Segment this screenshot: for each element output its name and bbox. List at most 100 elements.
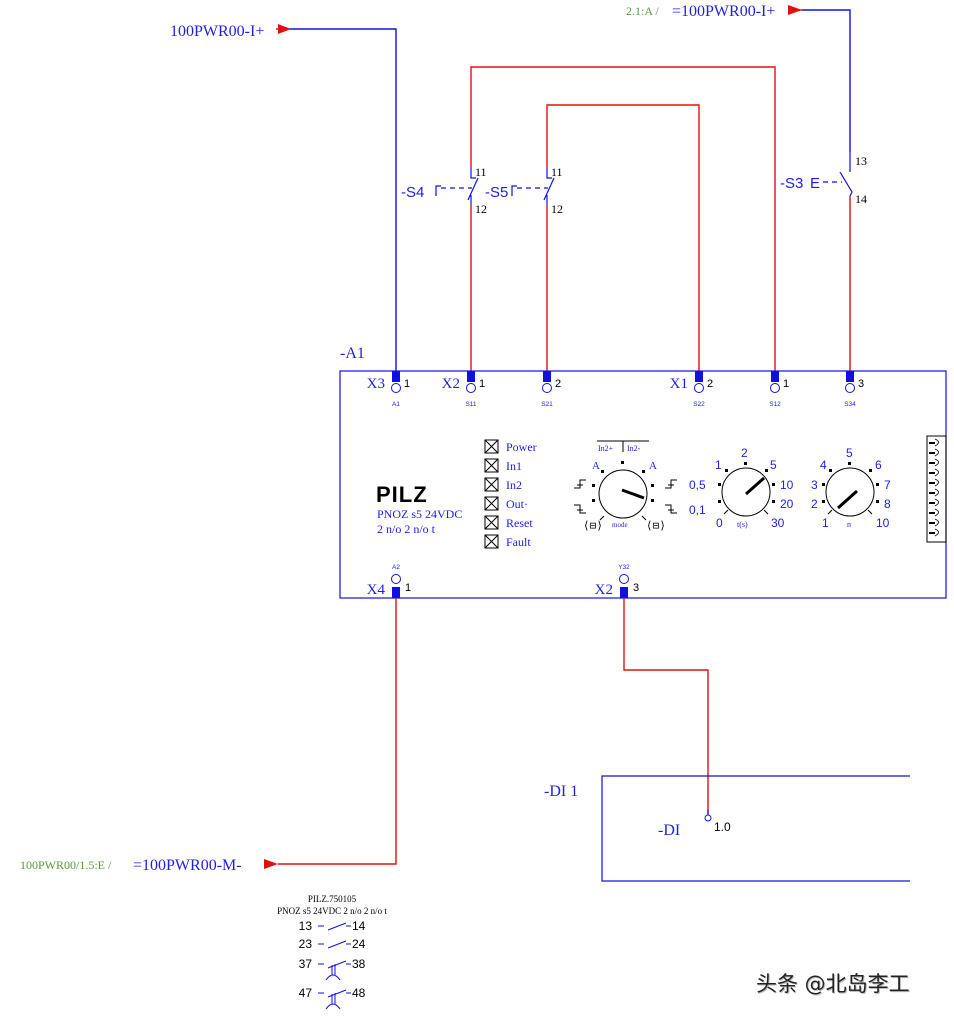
contact-terminal: 23	[299, 937, 313, 951]
mode-label-in2plus: In2+	[598, 444, 614, 453]
rising-edge-icon	[574, 479, 586, 489]
contact-symbol-icon	[318, 989, 351, 998]
terminal-pin: S21	[541, 401, 553, 408]
delay-icon	[325, 993, 341, 1010]
terminal-group: X1	[670, 376, 688, 392]
terminal-group: X2	[595, 582, 613, 598]
contact-terminal: 24	[352, 937, 366, 951]
time-scale-label: 0,5	[689, 478, 706, 492]
terminal-pin: S11	[465, 401, 476, 408]
terminal-number: 3	[858, 378, 864, 390]
switch-s3[interactable]: -S3 E 13 14	[780, 152, 867, 206]
mode-dial-label: mode	[612, 521, 628, 529]
terminal-label: 12	[475, 202, 487, 216]
n-scale-label: 8	[884, 497, 891, 511]
di-module-outline	[601, 775, 910, 882]
led-in2: In2	[484, 477, 522, 492]
dial-pointer	[745, 476, 765, 496]
switch-label: -S4	[401, 184, 424, 201]
delay-icon	[325, 964, 341, 981]
led-indicator-icon	[484, 439, 499, 454]
switch-s5[interactable]: -S5 11 12	[485, 165, 563, 216]
time-scale-label: 1	[715, 458, 722, 472]
time-scale-label: 10	[780, 478, 794, 492]
mode-mark-a-left: A	[592, 460, 600, 472]
di-terminal-circle[interactable]	[704, 814, 712, 822]
terminal-label: 13	[855, 154, 867, 168]
terminal-label: 14	[855, 192, 867, 206]
terminal-number: 1	[479, 378, 485, 390]
n-scale-label: 5	[846, 446, 853, 460]
contact-terminal: 38	[352, 957, 366, 971]
part-description: PNOZ s5 24VDC 2 n/o 2 n/o t	[277, 906, 387, 916]
di-label: -DI	[658, 822, 680, 839]
cross-ref-top-right[interactable]: 2.1:A / =100PWR00-I+	[626, 3, 802, 20]
terminal-pin: A2	[392, 564, 400, 571]
terminal-label: 12	[551, 202, 563, 216]
device-tag: -A1	[340, 345, 365, 362]
contact-terminal: 48	[352, 986, 366, 1000]
terminal-number: 1	[405, 582, 411, 594]
side-connector-icon	[926, 435, 947, 543]
dial-pointer	[836, 489, 859, 510]
terminal-group: X4	[367, 582, 386, 598]
contact-symbol-icon	[318, 940, 351, 949]
wire-s5-loop	[546, 104, 700, 372]
mode-mark-a-right: A	[649, 460, 657, 472]
actuator-icon: E	[810, 175, 820, 192]
terminal-label: 11	[475, 165, 487, 179]
di-terminal-label: 1.0	[714, 820, 731, 834]
cross-ref-page: 2.1:A /	[626, 4, 659, 18]
led-label: Out·	[506, 497, 528, 511]
contact-terminal: 37	[299, 957, 313, 971]
contact-terminal: 47	[299, 986, 313, 1000]
terminal-group: X3	[367, 376, 385, 392]
cross-ref-label: =100PWR00-M-	[133, 857, 242, 874]
led-indicator-icon	[484, 496, 499, 511]
wire-i-plus-to-s3	[802, 9, 851, 152]
switch-label: -S5	[485, 184, 508, 201]
mode-dial[interactable]: In2+ In2- A A ⟨⊟⟩ ⟨⊟⟩ mode	[574, 440, 677, 533]
wire-i-plus-to-a1	[290, 28, 397, 372]
contact-37-38: 37 38	[299, 957, 366, 981]
time-scale-label: 0,1	[689, 503, 706, 517]
time-dial-label: t(s)	[737, 520, 748, 529]
contact-47-48: 47 48	[299, 986, 366, 1010]
led-indicator-icon	[484, 458, 499, 473]
cross-ref-label: =100PWR00-I+	[672, 3, 775, 20]
n-scale-label: 2	[811, 497, 818, 511]
cross-ref-page: 100PWR00/1.5:E /	[20, 858, 112, 872]
di-module[interactable]: -DI 1 -DI 1.0	[544, 775, 910, 882]
cross-ref-label: 100PWR00-I+	[170, 23, 264, 40]
contact-terminal: 14	[352, 919, 366, 933]
n-scale-label: 10	[876, 516, 890, 530]
led-label: In2	[506, 478, 522, 492]
cross-ref-bottom-left[interactable]: 100PWR00/1.5:E / =100PWR00-M-	[20, 857, 278, 874]
terminal-pin: S34	[844, 401, 856, 408]
cross-ref-top-left[interactable]: 100PWR00-I+	[170, 23, 291, 40]
reset-button-icon: ⟨⊟⟩	[646, 520, 666, 533]
part-list: PILZ.750105 PNOZ s5 24VDC 2 n/o 2 n/o t …	[277, 894, 387, 1010]
falling-edge-icon	[574, 504, 586, 514]
time-scale-label: 0	[716, 516, 723, 530]
switch-s4[interactable]: -S4 11 12	[401, 165, 487, 216]
led-fault: Fault	[484, 534, 531, 549]
led-label: Fault	[506, 535, 531, 549]
n-scale-label: 6	[875, 458, 882, 472]
wire-a2-to-m	[278, 598, 397, 865]
actuator-icon	[435, 185, 441, 196]
rising-edge-icon	[665, 479, 677, 489]
led-indicator-icon	[484, 477, 499, 492]
